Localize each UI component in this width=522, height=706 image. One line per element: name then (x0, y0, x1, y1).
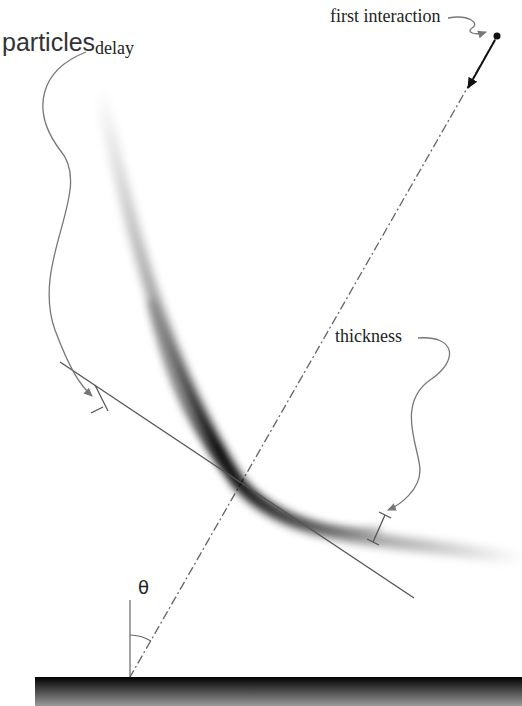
callout-label: thickness (335, 326, 402, 347)
shower-axis (130, 36, 497, 677)
callout-label: first interaction (330, 6, 440, 27)
shower-plane (60, 362, 414, 598)
direction-arrow (468, 40, 495, 88)
leader-line (43, 52, 92, 396)
thickness-bracket (367, 512, 391, 545)
title-fragment: particles (2, 28, 95, 57)
shower-front (100, 90, 522, 560)
ground (35, 677, 522, 706)
leader-line (448, 17, 486, 34)
vertical-line (129, 600, 130, 677)
angle-arc (130, 635, 151, 641)
angle-label: θ (138, 578, 149, 599)
interaction-point (494, 33, 501, 40)
leader-line (388, 338, 450, 510)
callout-label: delay (95, 38, 134, 59)
delay-bracket (91, 385, 108, 413)
